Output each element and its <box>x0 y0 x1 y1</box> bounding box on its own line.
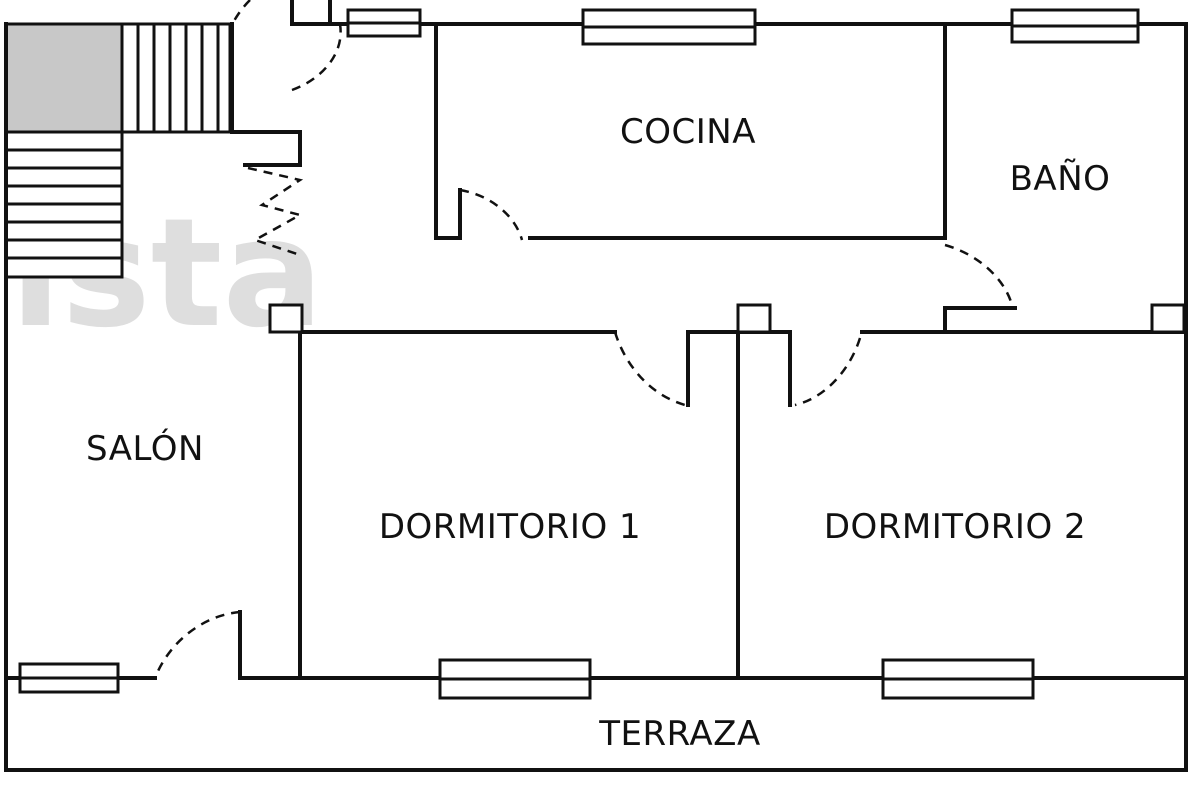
room-label-terraza: TERRAZA <box>598 714 760 754</box>
kitchen-walls <box>434 22 947 241</box>
room-label-bano: BAÑO <box>1010 159 1111 199</box>
window <box>438 658 592 700</box>
folding-door <box>247 166 304 257</box>
kitchen-door-swing <box>459 188 524 241</box>
windows <box>18 8 1140 700</box>
bathroom-door-swing <box>944 243 1014 306</box>
room-label-dormitorio-2: DORMITORIO 2 <box>824 507 1086 547</box>
stair-landing <box>4 22 124 134</box>
salon-door-swing <box>153 610 241 679</box>
window <box>18 662 120 694</box>
bedroom-walls <box>268 303 1188 680</box>
window <box>581 8 757 46</box>
window <box>346 8 422 38</box>
window <box>881 658 1035 700</box>
window <box>1010 8 1140 44</box>
room-label-cocina: COCINA <box>620 112 756 152</box>
bedroom1-door-swing <box>613 331 686 407</box>
room-label-salon: SALÓN <box>86 428 204 469</box>
bedroom2-door-swing <box>794 337 862 407</box>
staircase <box>4 22 232 279</box>
room-label-dormitorio-1: DORMITORIO 1 <box>379 507 641 547</box>
entrance-door-swing <box>291 23 342 92</box>
entrance-door-swing-2 <box>230 0 251 25</box>
